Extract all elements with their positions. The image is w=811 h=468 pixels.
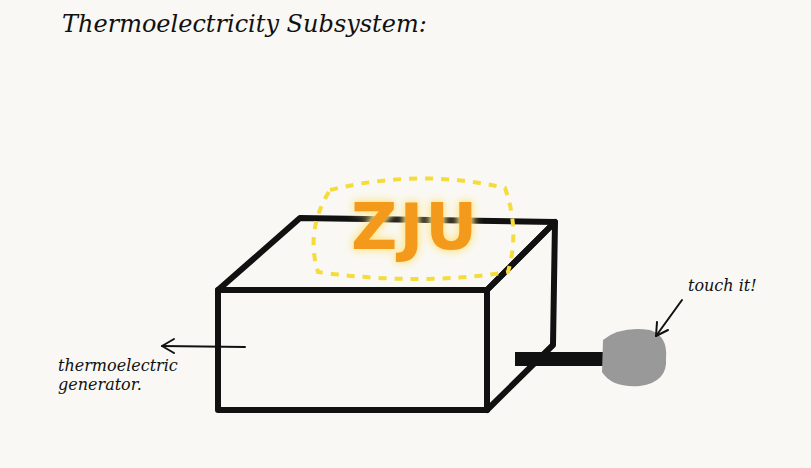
leader-generator — [162, 346, 245, 347]
touch-blob — [602, 329, 666, 386]
box-front — [218, 290, 487, 410]
box-side — [487, 222, 555, 410]
logo-letters: ZJU — [351, 190, 479, 264]
glow-outline — [314, 178, 514, 279]
arrowhead-touch — [656, 322, 668, 336]
diagram-title: Thermoelectricity Subsystem: — [62, 10, 427, 38]
part-label: thermoelectric generator. — [58, 356, 198, 394]
callout-note: touch it! — [688, 276, 757, 295]
arrowhead-generator — [162, 339, 174, 353]
rod — [515, 352, 605, 366]
leader-touch — [656, 300, 682, 336]
